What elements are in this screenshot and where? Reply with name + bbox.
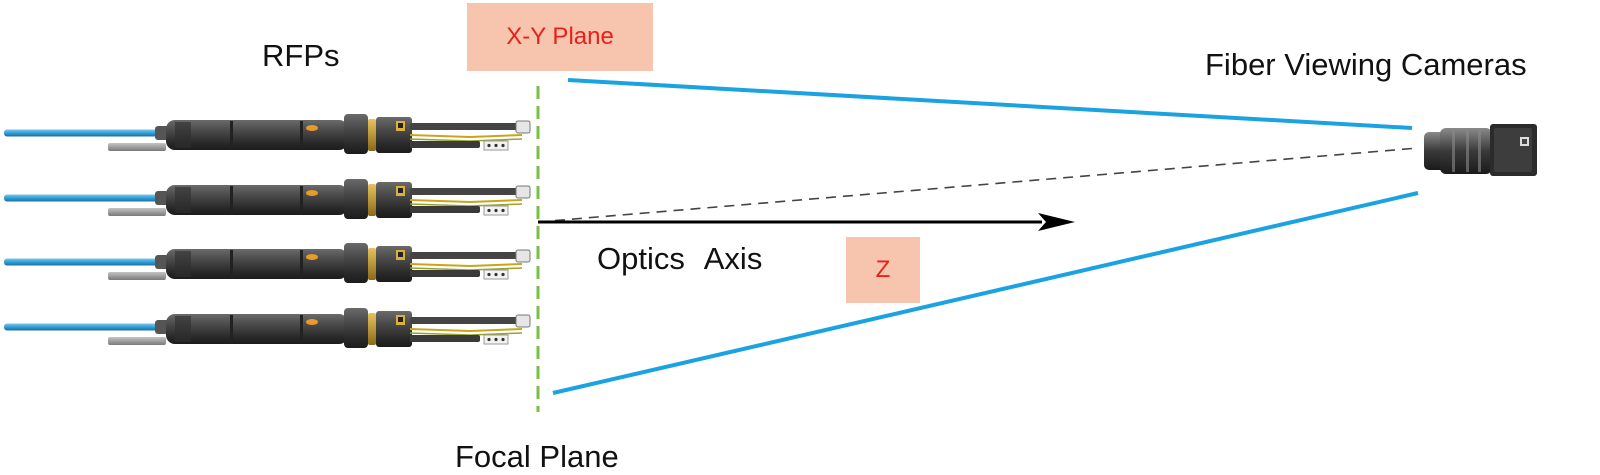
rfps-label: RFPs bbox=[262, 38, 340, 73]
rfp-positioner-3 bbox=[3, 242, 531, 284]
xy-plane-tag-text: X-Y Plane bbox=[506, 23, 614, 50]
fiber-viewing-camera-icon bbox=[1424, 124, 1537, 176]
rfp-positioner-4 bbox=[3, 307, 531, 349]
optics-axis-label: Optics Axis bbox=[597, 241, 763, 276]
rfp-positioner-2 bbox=[3, 178, 531, 220]
xy-plane-tag: X-Y Plane bbox=[467, 3, 653, 71]
optics-axis-arrowhead bbox=[1038, 213, 1075, 231]
sight-line-lower bbox=[552, 191, 1419, 395]
rfp-positioner-1 bbox=[3, 113, 531, 155]
z-axis-tag: Z bbox=[846, 237, 920, 303]
focal-plane-label: Focal Plane bbox=[455, 439, 619, 474]
sight-line-upper bbox=[567, 78, 1413, 130]
camera-axis-dashed bbox=[537, 147, 1419, 223]
z-axis-tag-text: Z bbox=[875, 256, 891, 283]
fiber-viewing-cameras-label: Fiber Viewing Cameras bbox=[1205, 47, 1527, 82]
